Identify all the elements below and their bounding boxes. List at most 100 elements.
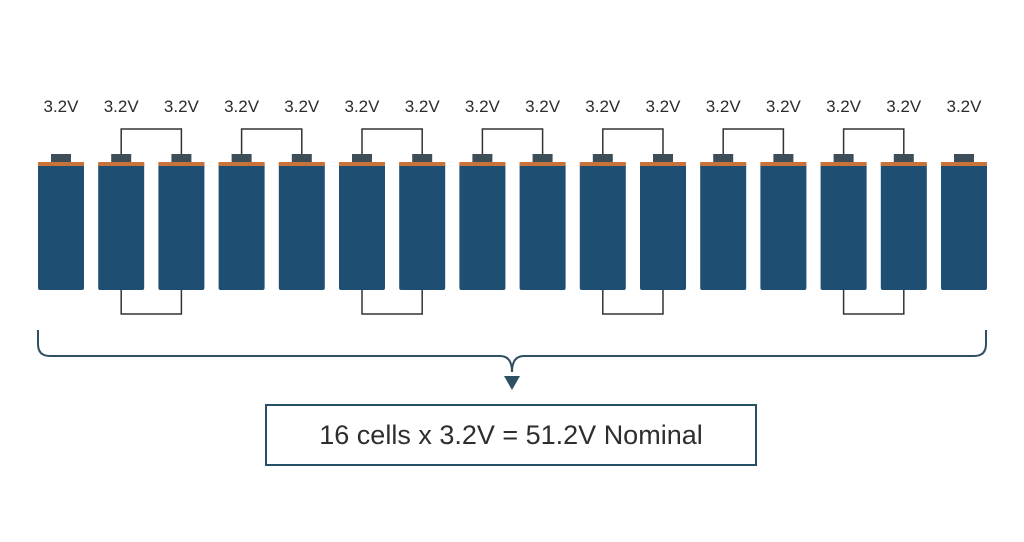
- cell-cap: [579, 162, 626, 166]
- cell-terminal: [592, 154, 613, 163]
- cell-terminal: [412, 154, 433, 163]
- cell-terminal: [171, 154, 192, 163]
- voltage-label: 3.2V: [345, 97, 381, 116]
- battery-cell: [760, 154, 807, 290]
- cell-terminal: [653, 154, 673, 163]
- voltage-label: 3.2V: [585, 97, 621, 116]
- cell-body: [399, 162, 446, 290]
- cell-cap: [519, 162, 566, 166]
- battery-cell: [339, 154, 385, 290]
- cell-cap: [820, 162, 867, 166]
- grouping-brace: [37, 330, 987, 373]
- battery-cell: [640, 154, 686, 290]
- cell-cap: [459, 162, 506, 166]
- top-connector-wire: [361, 128, 423, 154]
- top-connector-wire: [481, 128, 544, 154]
- top-connector-wire: [842, 128, 905, 154]
- cell-body: [339, 162, 385, 290]
- top-connectors: [120, 128, 905, 154]
- summary-text: 16 cells x 3.2V = 51.2V Nominal: [319, 419, 703, 450]
- cell-terminal: [472, 154, 493, 163]
- cell-body: [640, 162, 686, 290]
- cell-cap: [399, 162, 446, 166]
- voltage-label: 3.2V: [224, 97, 260, 116]
- cell-terminal: [111, 154, 132, 163]
- battery-cell: [38, 154, 84, 290]
- battery-cell: [158, 154, 205, 290]
- cell-cap: [700, 162, 747, 166]
- cell-cap: [880, 162, 927, 166]
- battery-cell: [278, 154, 325, 290]
- cell-cap: [339, 162, 385, 166]
- cell-body: [459, 162, 506, 290]
- battery-cell: [579, 154, 626, 290]
- voltage-label: 3.2V: [886, 97, 922, 116]
- voltage-label: 3.2V: [164, 97, 200, 116]
- cell-cap: [640, 162, 686, 166]
- battery-cell: [941, 154, 987, 290]
- cell-cap: [98, 162, 145, 166]
- cell-body: [38, 162, 84, 290]
- cell-cap: [278, 162, 325, 166]
- voltage-label: 3.2V: [947, 97, 983, 116]
- cell-cap: [760, 162, 807, 166]
- voltage-label: 3.2V: [826, 97, 862, 116]
- cell-body: [820, 162, 867, 290]
- top-connector-wire: [120, 128, 183, 154]
- bottom-connector-wire: [120, 290, 183, 315]
- bottom-connector-wire: [842, 290, 905, 315]
- cell-terminal: [954, 154, 974, 163]
- cell-terminal: [51, 154, 71, 163]
- cell-body: [278, 162, 325, 290]
- cell-cap: [38, 162, 84, 166]
- battery-cell: [459, 154, 506, 290]
- battery-cells: [38, 154, 987, 290]
- bottom-connectors: [120, 290, 905, 315]
- voltage-label: 3.2V: [44, 97, 80, 116]
- cell-terminal: [291, 154, 312, 163]
- cell-body: [880, 162, 927, 290]
- cell-terminal: [532, 154, 553, 163]
- voltage-label: 3.2V: [405, 97, 441, 116]
- cell-body: [98, 162, 145, 290]
- cell-cap: [218, 162, 265, 166]
- voltage-label: 3.2V: [706, 97, 742, 116]
- voltage-label: 3.2V: [104, 97, 140, 116]
- cell-body: [941, 162, 987, 290]
- brace-arrow-icon: [504, 376, 520, 390]
- voltage-label: 3.2V: [766, 97, 802, 116]
- top-connector-wire: [240, 128, 303, 154]
- top-connector-wire: [722, 128, 785, 154]
- bottom-connector-wire: [361, 290, 423, 315]
- battery-cell: [820, 154, 867, 290]
- cell-terminal: [773, 154, 794, 163]
- battery-cell: [700, 154, 747, 290]
- top-connector-wire: [602, 128, 664, 154]
- cell-body: [700, 162, 747, 290]
- voltage-label: 3.2V: [284, 97, 320, 116]
- cell-body: [760, 162, 807, 290]
- voltage-label: 3.2V: [646, 97, 682, 116]
- battery-cell: [218, 154, 265, 290]
- cell-terminal: [352, 154, 372, 163]
- battery-cell: [880, 154, 927, 290]
- cell-body: [519, 162, 566, 290]
- summary-box: 16 cells x 3.2V = 51.2V Nominal: [265, 404, 757, 466]
- cell-terminal: [713, 154, 734, 163]
- voltage-label: 3.2V: [465, 97, 501, 116]
- voltage-labels: 3.2V 3.2V 3.2V 3.2V 3.2V 3.2V 3.2V 3.2V 3.2V 3.2V…: [44, 97, 983, 116]
- cell-body: [218, 162, 265, 290]
- battery-cell: [98, 154, 145, 290]
- cell-terminal: [893, 154, 914, 163]
- cell-terminal: [833, 154, 854, 163]
- cell-body: [158, 162, 205, 290]
- cell-body: [579, 162, 626, 290]
- battery-cell: [519, 154, 566, 290]
- cell-cap: [941, 162, 987, 166]
- voltage-label: 3.2V: [525, 97, 561, 116]
- cell-terminal: [231, 154, 252, 163]
- cell-cap: [158, 162, 205, 166]
- battery-cell: [399, 154, 446, 290]
- bottom-connector-wire: [602, 290, 664, 315]
